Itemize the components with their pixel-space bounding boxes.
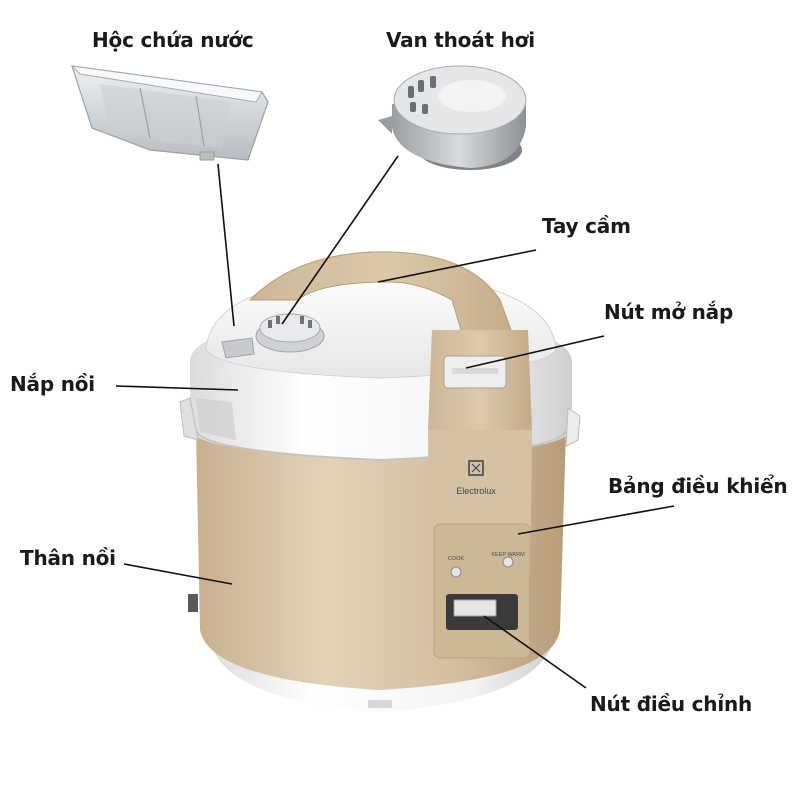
leader-steam-valve	[281, 155, 399, 325]
label-water-tray: Hộc chứa nước	[92, 28, 254, 52]
leader-control-switch	[483, 615, 587, 689]
leader-lid-button	[465, 335, 605, 369]
leader-lines	[115, 155, 675, 689]
label-steam-valve: Van thoát hơi	[386, 28, 535, 52]
leader-handle	[377, 249, 537, 283]
label-body: Thân nồi	[20, 546, 116, 570]
leader-body	[123, 563, 233, 585]
label-control-panel: Bảng điều khiển	[608, 474, 788, 498]
leader-control-panel	[517, 505, 675, 535]
keep-warm-label: KEEP WARM	[491, 552, 525, 558]
label-lid: Nắp nồi	[10, 372, 95, 396]
leader-water-tray	[217, 163, 235, 327]
label-control-switch: Nút điều chỉnh	[590, 692, 753, 716]
rice-cooker-illustration: Electrolux COOK KEEP WARM	[179, 251, 581, 712]
cook-label: COOK	[448, 556, 465, 562]
brand-name: Electrolux	[456, 486, 496, 496]
steam-valve-illustration	[378, 65, 527, 170]
water-tray-illustration	[70, 65, 269, 161]
label-handle: Tay cầm	[542, 214, 631, 238]
leader-lid	[115, 385, 239, 391]
label-lid-button: Nút mở nắp	[604, 300, 734, 324]
